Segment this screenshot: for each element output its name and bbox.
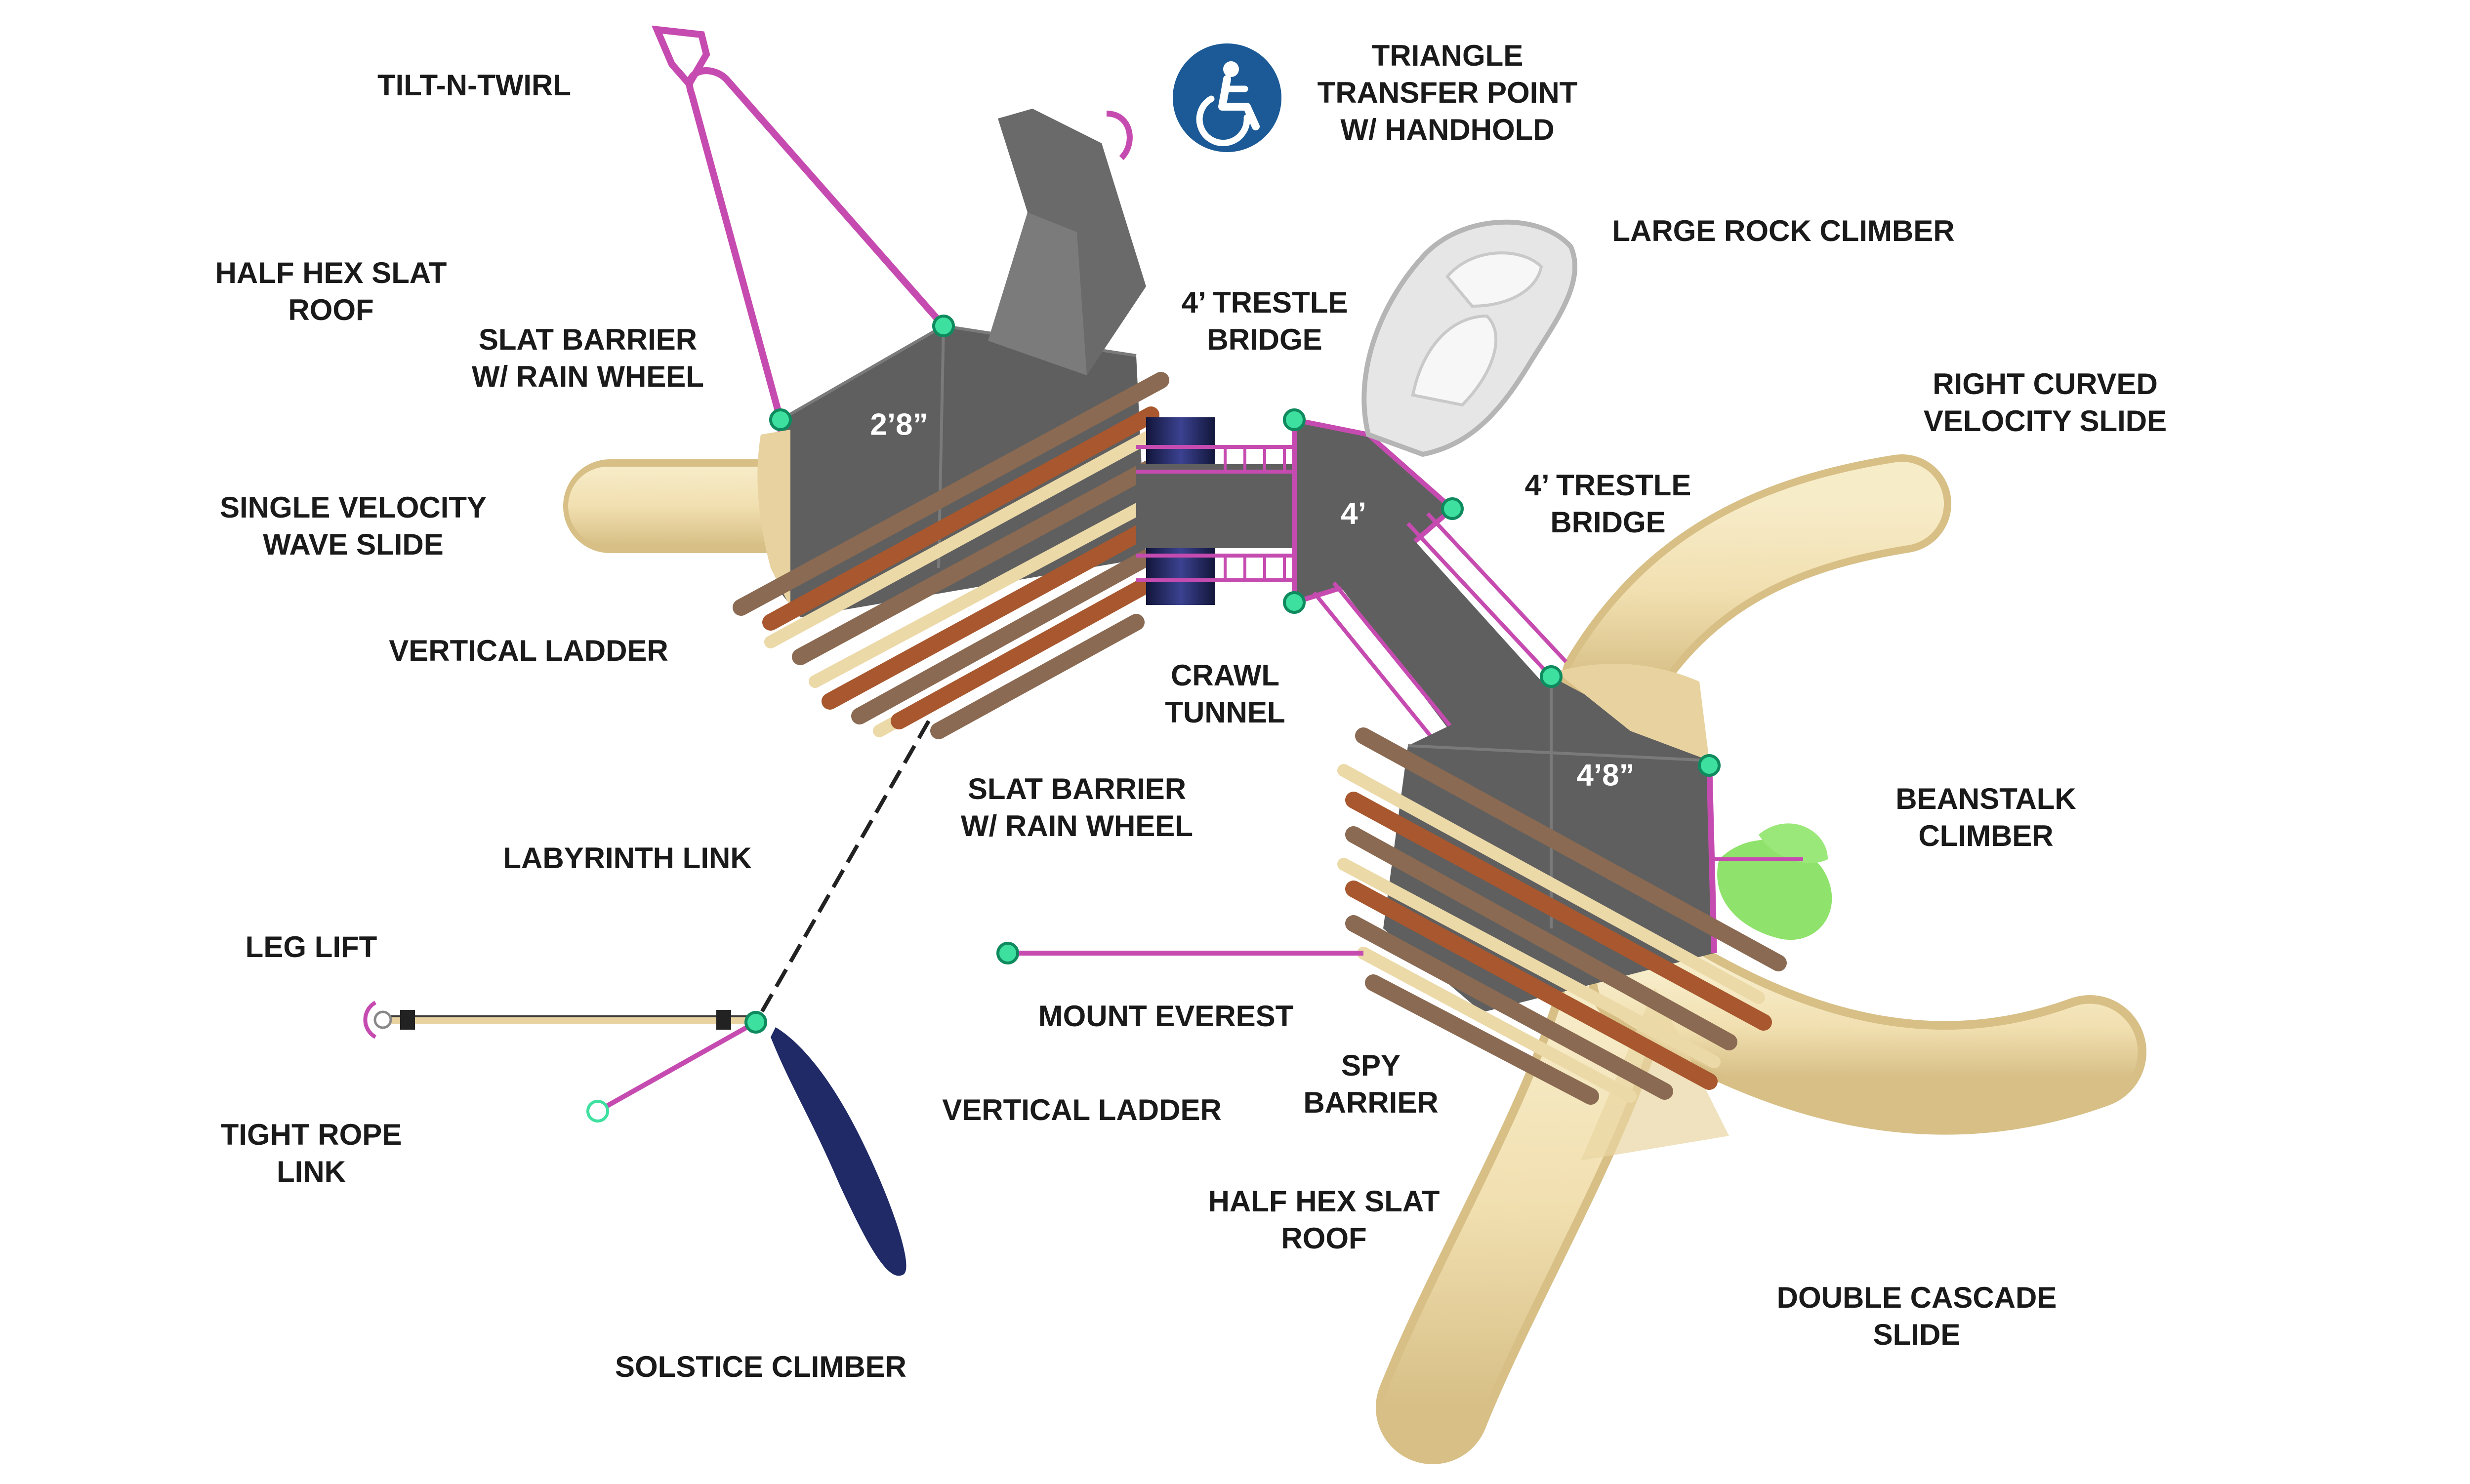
large-rock-climber (1361, 219, 1578, 457)
label-large-rock-climber: LARGE ROCK CLIMBER (1612, 214, 1955, 247)
deck-edge-right (1556, 664, 1709, 761)
tight-rope-link (596, 1020, 757, 1114)
label-solstice-climber: SOLSTICE CLIMBER (615, 1350, 907, 1383)
label-mount-everest: MOUNT EVEREST (1038, 1000, 1294, 1033)
labyrinth-link (754, 720, 931, 1023)
label-vertical-ladder-mid: VERTICAL LADDER (942, 1093, 1222, 1126)
solstice-climber (771, 1027, 906, 1276)
connector-points (744, 315, 1721, 1034)
trestle-bridge-left (1136, 464, 1294, 548)
slat-barrier-right (1337, 727, 1787, 1105)
label-labyrinth-link: LABYRINTH LINK (503, 842, 752, 875)
label-leg-lift: LEG LIFT (245, 930, 377, 963)
beanstalk-climber (1709, 823, 1832, 940)
label-vertical-ladder-left: VERTICAL LADDER (389, 634, 668, 667)
tilt-n-twirl (651, 25, 947, 421)
trestle-bridge-right (1334, 533, 1546, 741)
wheelchair-icon (1173, 43, 1281, 152)
leg-lift (363, 1001, 756, 1039)
deck-height-center: 4’ (1341, 496, 1366, 531)
deck-edge-left (757, 430, 790, 607)
deck-height-left: 2’8” (870, 407, 928, 442)
label-tilt-n-twirl: TILT-N-TWIRL (377, 69, 572, 102)
slat-barrier-left (733, 372, 1182, 739)
deck-height-right: 4’8” (1576, 758, 1635, 793)
